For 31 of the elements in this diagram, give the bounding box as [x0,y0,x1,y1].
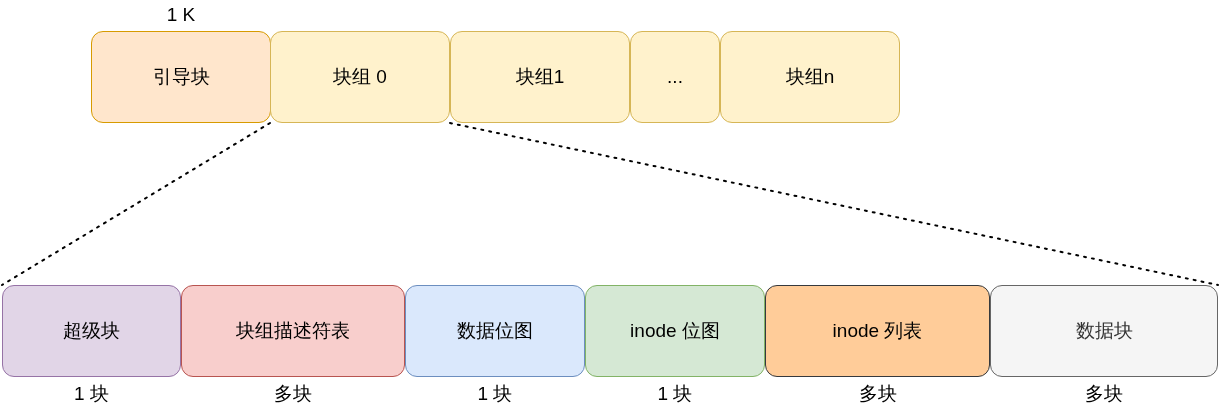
block-label: inode 位图 [630,319,720,343]
size-label: 1 块 [477,382,513,406]
block-box [585,285,765,377]
size-label: 多块 [858,382,897,406]
block-box [405,285,585,377]
block-box [630,31,720,123]
block-box [181,285,405,377]
dotted-line [1,122,271,286]
block-label: 块组n [785,65,835,89]
block-label: 数据块 [1075,319,1133,343]
block-box [270,31,450,123]
size-label: 多块 [274,382,312,406]
block-label: 数据位图 [457,319,533,343]
block-label: inode 列表 [832,319,923,343]
block-label: 引导块 [152,65,210,89]
block-label: 块组描述符表 [236,319,350,343]
block-box [450,31,630,123]
block-label: ... [667,66,683,88]
block-box [990,285,1218,377]
block-label: 超级块 [63,319,120,343]
size-label: 1 块 [657,382,693,406]
size-label: 多块 [1085,382,1123,406]
block-box [720,31,900,123]
block-box [2,285,181,377]
size-label: 1 块 [74,382,109,406]
block-box [765,285,990,377]
dotted-line [449,122,1219,286]
block-label: 块组1 [515,65,565,89]
size-label: 1 K [166,4,196,26]
block-box [91,31,271,123]
block-label: 块组 0 [333,65,387,89]
